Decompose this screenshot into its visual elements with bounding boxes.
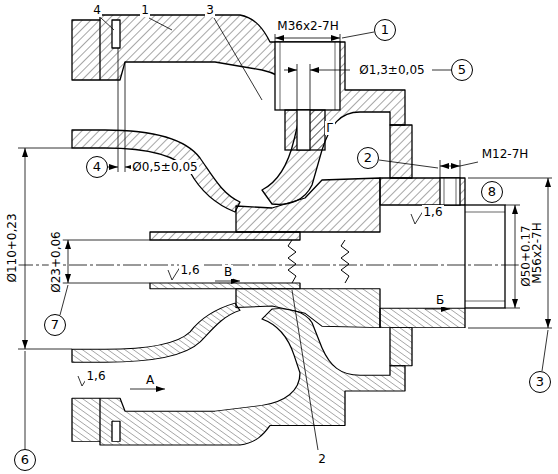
callout-number: 1 (381, 23, 389, 37)
drawing-label: 1 (140, 3, 150, 17)
callout-number: 8 (488, 185, 496, 199)
dimension-text: Ø110+0,23 (5, 212, 19, 283)
callout-number: 3 (536, 375, 544, 389)
callout-number: 4 (93, 160, 101, 174)
callout-circle: 6 (14, 449, 36, 471)
dimension-text: M56x2-7H (530, 221, 544, 284)
callout-circle: 7 (44, 314, 66, 336)
drawing-label: 4 (92, 3, 102, 17)
drawing-label: M36x2-7H (276, 19, 339, 33)
drawing-label: A (145, 373, 155, 387)
drawing-label: Б (435, 293, 445, 307)
callout-number: 7 (51, 318, 59, 332)
drawing-label: Ø1,3±0,05 (358, 63, 425, 77)
callout-circle: 5 (451, 59, 473, 81)
callout-number: 2 (364, 151, 372, 165)
drawing-label: В (223, 265, 233, 279)
callout-number: 6 (21, 453, 29, 467)
drawing-label: 1,6 (85, 369, 106, 383)
callout-circle: 4 (86, 156, 108, 178)
callout-circle: 1 (374, 19, 396, 41)
drawing-label: Г (325, 121, 334, 135)
drawing-label: 3 (205, 3, 215, 17)
callout-circle: 8 (481, 181, 503, 203)
callout-circle: 2 (357, 147, 379, 169)
drawing-label: M12-7H (481, 147, 530, 161)
dimension-text: Ø23+0,06 (49, 230, 63, 294)
callout-circle: 3 (529, 371, 551, 393)
drawing-label: 2 (317, 452, 327, 466)
drawing-label: Ø0,5±0,05 (131, 160, 198, 174)
drawing-label: 1,6 (179, 263, 200, 277)
drawing-label: 1,6 (422, 205, 443, 219)
callout-number: 5 (458, 63, 466, 77)
